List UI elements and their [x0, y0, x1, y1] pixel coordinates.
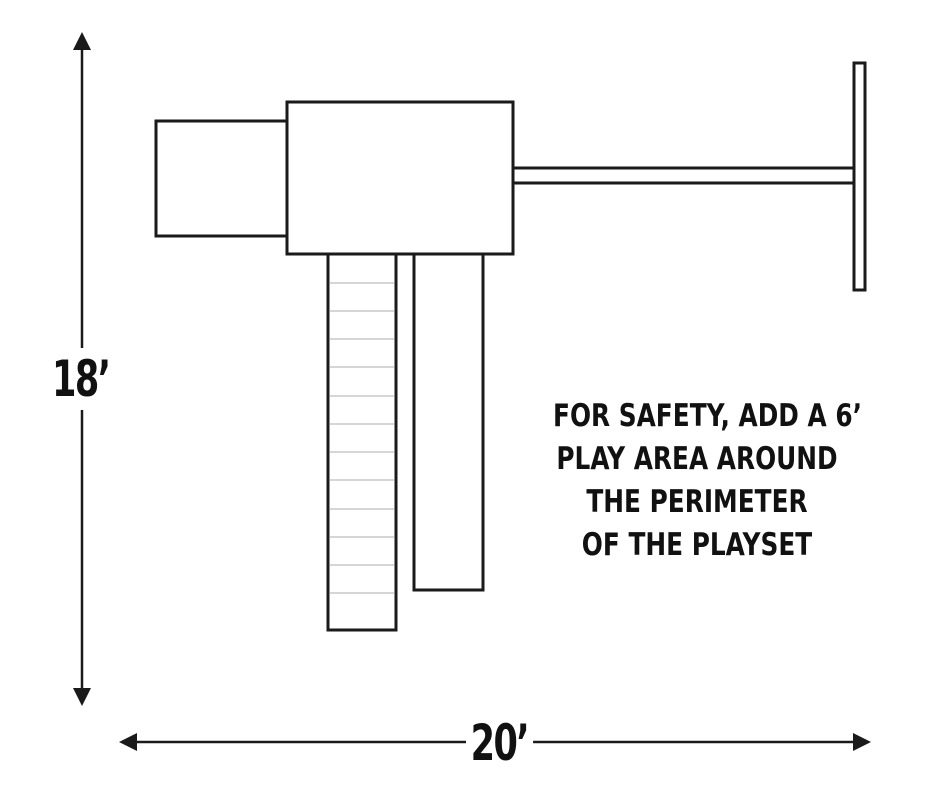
ladder [326, 252, 398, 632]
main-tower-deck [285, 100, 515, 256]
safety-note-line: OF THE PLAYSET [581, 527, 813, 563]
ladder-frame [326, 252, 398, 632]
slide [412, 252, 485, 592]
safety-note-line: THE PERIMETER [586, 484, 808, 520]
swing-beam [511, 166, 864, 185]
ladder-rungs [330, 282, 394, 594]
swing-a-frame-legs [852, 61, 867, 292]
safety-note: FOR SAFETY, ADD A 6’ PLAY AREA AROUND TH… [553, 395, 863, 567]
side-deck [154, 119, 290, 238]
width-dimension-label: 20’ [466, 714, 533, 772]
height-dimension-label: 18’ [52, 348, 111, 410]
safety-note-line: FOR SAFETY, ADD A 6’ [553, 398, 863, 434]
safety-note-line: PLAY AREA AROUND [556, 441, 838, 477]
